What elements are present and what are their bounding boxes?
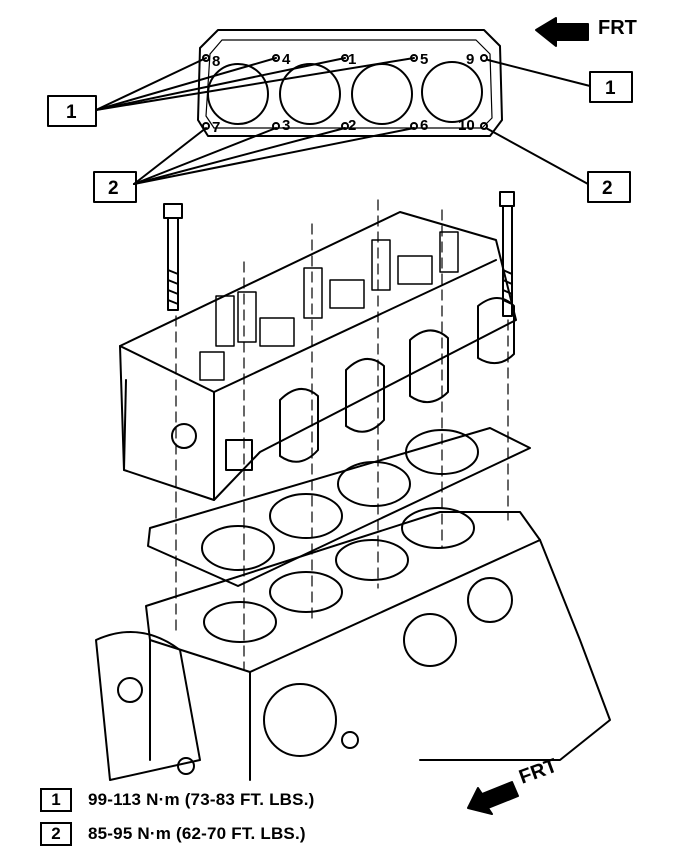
- legend-item-2: 2 85-95 N·m (62-70 FT. LBS.): [40, 822, 306, 846]
- engine-block: [95, 507, 611, 781]
- callout-box-1-left: [47, 95, 97, 127]
- bolt-seq-bottom-1: 7: [212, 119, 220, 136]
- callout-1-leaders: [95, 57, 591, 111]
- front-label-top: FRT: [598, 17, 637, 39]
- bolt-seq-bottom-3: 2: [348, 117, 356, 134]
- cylinder-head: [119, 211, 517, 501]
- callout-1-right-label: 1: [605, 78, 616, 99]
- legend-item-1: 1 99-113 N·m (73-83 FT. LBS.): [40, 788, 314, 812]
- bolt-seq-top-2: 4: [282, 51, 291, 68]
- alignment-lines: [175, 199, 509, 671]
- bolt-seq-bottom-4: 6: [420, 117, 428, 134]
- bolt-seq-top-3: 1: [348, 51, 356, 68]
- bolt-seq-bottom-2: 3: [282, 117, 290, 134]
- head-gasket: [147, 427, 531, 587]
- bolt-right: [499, 191, 515, 317]
- bolt-seq-top-1: 8: [212, 53, 220, 70]
- bolt-seq-top-4: 5: [420, 51, 428, 68]
- callout-box-2-right: [587, 171, 631, 203]
- callout-2-leaders: [133, 127, 589, 185]
- front-arrow-bottom-icon: [467, 781, 519, 815]
- callout-box-2-left: [93, 171, 137, 203]
- legend-text-2: 85-95 N·m (62-70 FT. LBS.): [88, 824, 306, 843]
- legend-text-1: 99-113 N·m (73-83 FT. LBS.): [88, 790, 315, 809]
- bolt-left: [163, 203, 183, 311]
- callout-2-right-label: 2: [602, 178, 613, 199]
- legend-key-2: 2: [40, 822, 72, 846]
- bolt-seq-bottom-5: 10: [458, 117, 475, 134]
- callout-box-1-right: [589, 71, 633, 103]
- bolt-seq-top-5: 9: [466, 51, 474, 68]
- callout-2-left-label: 2: [108, 178, 119, 199]
- callout-1-left-label: 1: [66, 102, 77, 123]
- front-arrow-top-icon: [535, 17, 589, 47]
- legend-key-1: 1: [40, 788, 72, 812]
